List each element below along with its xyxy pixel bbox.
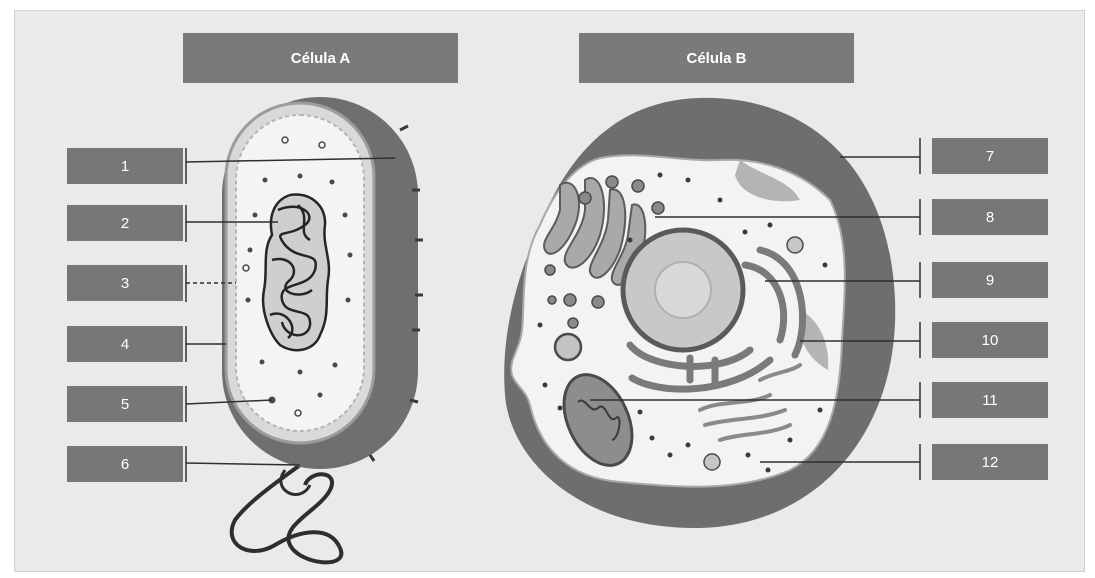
label-box-1: 1: [67, 148, 183, 184]
label-box-9: 9: [932, 262, 1048, 298]
nucleoid: [263, 195, 329, 351]
cell-a-prokaryote: [222, 97, 423, 562]
label-box-6: 6: [67, 446, 183, 482]
label-box-8: 8: [932, 199, 1048, 235]
label-box-5: 5: [67, 386, 183, 422]
cell-b-nucleolus: [655, 262, 711, 318]
flagellum: [232, 465, 342, 562]
cell-b-eukaryote: [504, 98, 895, 528]
label-box-4: 4: [67, 326, 183, 362]
label-box-10: 10: [932, 322, 1048, 358]
label-box-12: 12: [932, 444, 1048, 480]
label-box-2: 2: [67, 205, 183, 241]
label-box-7: 7: [932, 138, 1048, 174]
label-box-3: 3: [67, 265, 183, 301]
label-box-11: 11: [932, 382, 1048, 418]
